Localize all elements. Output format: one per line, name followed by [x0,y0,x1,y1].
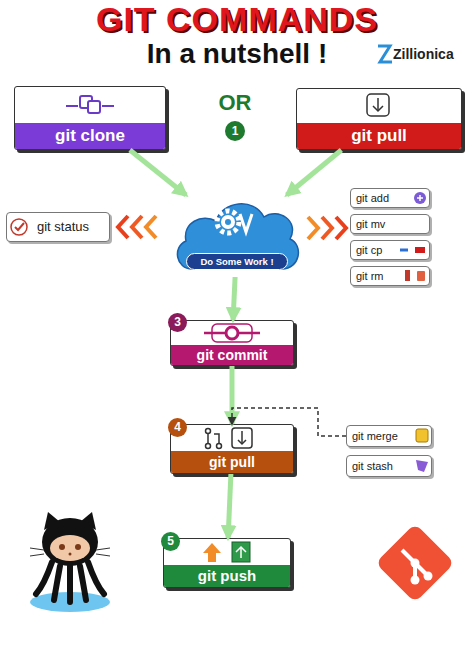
command-chip: git rm [350,266,430,286]
command-box: git commit [170,320,294,366]
node-label: git pull [297,123,461,149]
work-cloud: Do Some Work ! [172,195,302,277]
node-label: git status [37,213,89,241]
command-chip: git merge [346,425,432,447]
callout-number: 4 [168,418,187,437]
node-label: git push [164,565,290,587]
command-box: git pull [296,88,462,150]
node-label: git clone [15,123,165,149]
node-label: git pull [171,451,293,473]
flow-arrow [287,150,342,195]
node-label: git stash [352,456,393,476]
git-logo [375,523,454,602]
command-box: git push [163,538,291,588]
octocat-illustration [30,512,110,612]
or-text: OR [197,90,273,116]
dashed-arrow [232,408,346,436]
flow-arrow [228,474,231,538]
command-chip: git add [350,188,430,208]
status-box: git status [6,212,110,242]
callout-number: 1 [225,121,245,141]
title: GIT COMMANDS [0,0,474,39]
brand-name: Zillionica [393,46,473,64]
command-chip: git mv [350,214,430,234]
callout-number: 5 [161,532,180,551]
cloud-outline [177,204,298,269]
node-label: git mv [356,215,385,233]
flow-arrow [230,366,235,424]
node-label: git add [356,189,389,207]
command-chip: git cp [350,240,430,260]
flow-arrow [233,277,235,320]
node-label: git rm [356,267,384,285]
node-label: git commit [171,345,293,365]
node-label: Do Some Work ! [186,253,288,270]
command-chip: git stash [346,455,432,477]
chevron-right [308,217,346,239]
logo-mark [378,46,392,62]
flow-arrow [130,150,186,195]
node-label: git merge [352,426,398,446]
chevron-left [118,216,156,238]
callout-number: 3 [168,313,187,332]
command-box: git pull [170,424,294,474]
node-label: git cp [356,241,382,259]
command-box: git clone [14,86,166,150]
